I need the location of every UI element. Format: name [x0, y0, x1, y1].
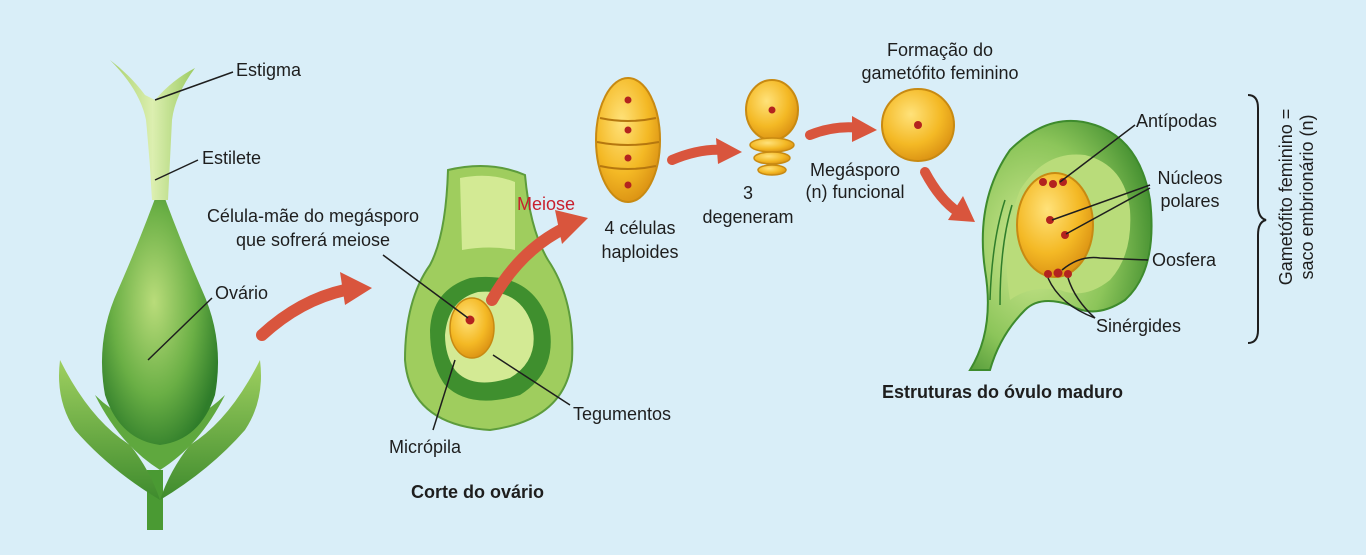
- label-sinergides: Sinérgides: [1096, 316, 1182, 336]
- leader-sinergides-2: [1067, 277, 1096, 319]
- label-three-line1: 3: [742, 183, 753, 203]
- leader-tegumentos: [492, 354, 571, 406]
- synergid-1: [1044, 270, 1052, 278]
- antipoda-2: [1049, 180, 1057, 188]
- label-tegumentos: Tegumentos: [573, 404, 672, 424]
- leader-oosfera: [1061, 256, 1149, 271]
- megaspore-mother-cell: [449, 297, 495, 359]
- label-gametofito-side: Gametófito feminino = saco embrionário (…: [1276, 87, 1320, 307]
- arrow-meiose-head: [555, 210, 588, 244]
- label-formacao-line2: gametófito feminino: [861, 63, 1019, 83]
- leader-estilete: [154, 159, 199, 181]
- label-three-line2: degeneram: [702, 207, 794, 227]
- leader-sinergides-1: [1047, 277, 1096, 319]
- leader-nucleos-1: [1051, 184, 1151, 221]
- mature-ovule-illustration: [968, 119, 1153, 371]
- ovary-locule-top: [460, 175, 515, 250]
- label-oosfera: Oosfera: [1152, 250, 1217, 270]
- label-estilete: Estilete: [202, 148, 262, 168]
- caption-estruturas-ovulo-maduro: Estruturas do óvulo maduro: [882, 382, 1124, 402]
- label-nucleos-line1: Núcleos: [1157, 168, 1223, 188]
- label-ovario: Ovário: [215, 283, 269, 303]
- sepal-left: [59, 360, 160, 500]
- curly-brace: [1247, 94, 1267, 344]
- oosphere: [1053, 268, 1063, 278]
- arrow-to-section: [256, 284, 351, 341]
- arrow-to-section-head: [340, 272, 372, 305]
- label-formacao-line1: Formação do: [886, 40, 994, 60]
- label-celula-mae-line2: que sofrerá meiose: [235, 230, 391, 250]
- leader-ovario: [147, 297, 213, 361]
- leader-micropila: [432, 359, 456, 431]
- leader-antipodas: [1059, 124, 1136, 183]
- label-nucleos-line2: polares: [1160, 191, 1220, 211]
- label-four-cells-line2: haploides: [601, 242, 679, 262]
- arrow-meiose: [486, 222, 571, 306]
- label-celula-mae-line1: Célula-mãe do megásporo: [206, 206, 420, 226]
- caption-corte-do-ovario: Corte do ovário: [411, 482, 545, 502]
- embryo-sac: [1016, 172, 1094, 278]
- label-megasporo-line1: Megásporo: [809, 160, 901, 180]
- leader-estigma: [154, 71, 234, 101]
- antipoda-1: [1039, 178, 1047, 186]
- ovary-section-illustration: [382, 165, 574, 432]
- flower-illustration: [59, 60, 261, 530]
- label-micropila: Micrópila: [389, 437, 462, 457]
- label-gametofito-line2: saco embrionário (n): [1297, 114, 1317, 280]
- label-gametofito-line1: Gametófito feminino =: [1276, 108, 1296, 286]
- sepal-right: [160, 360, 261, 500]
- arrow-to-mature: [920, 167, 963, 217]
- synergid-2: [1064, 270, 1072, 278]
- label-estigma: Estigma: [236, 60, 302, 80]
- leader-celula-mae: [382, 254, 469, 319]
- antipoda-3: [1059, 178, 1067, 186]
- label-antipodas: Antípodas: [1136, 111, 1218, 131]
- polar-nucleus-1: [1046, 216, 1054, 224]
- label-four-cells-line1: 4 células: [604, 218, 676, 238]
- label-megasporo-line2: (n) funcional: [805, 182, 905, 202]
- leader-nucleos-2: [1065, 187, 1151, 235]
- stigma-style: [110, 60, 195, 200]
- label-meiose: Meiose: [517, 194, 576, 214]
- four-haploid-cells: [595, 77, 661, 203]
- degenerating-cells: [745, 79, 799, 176]
- ovary-shape: [101, 185, 219, 445]
